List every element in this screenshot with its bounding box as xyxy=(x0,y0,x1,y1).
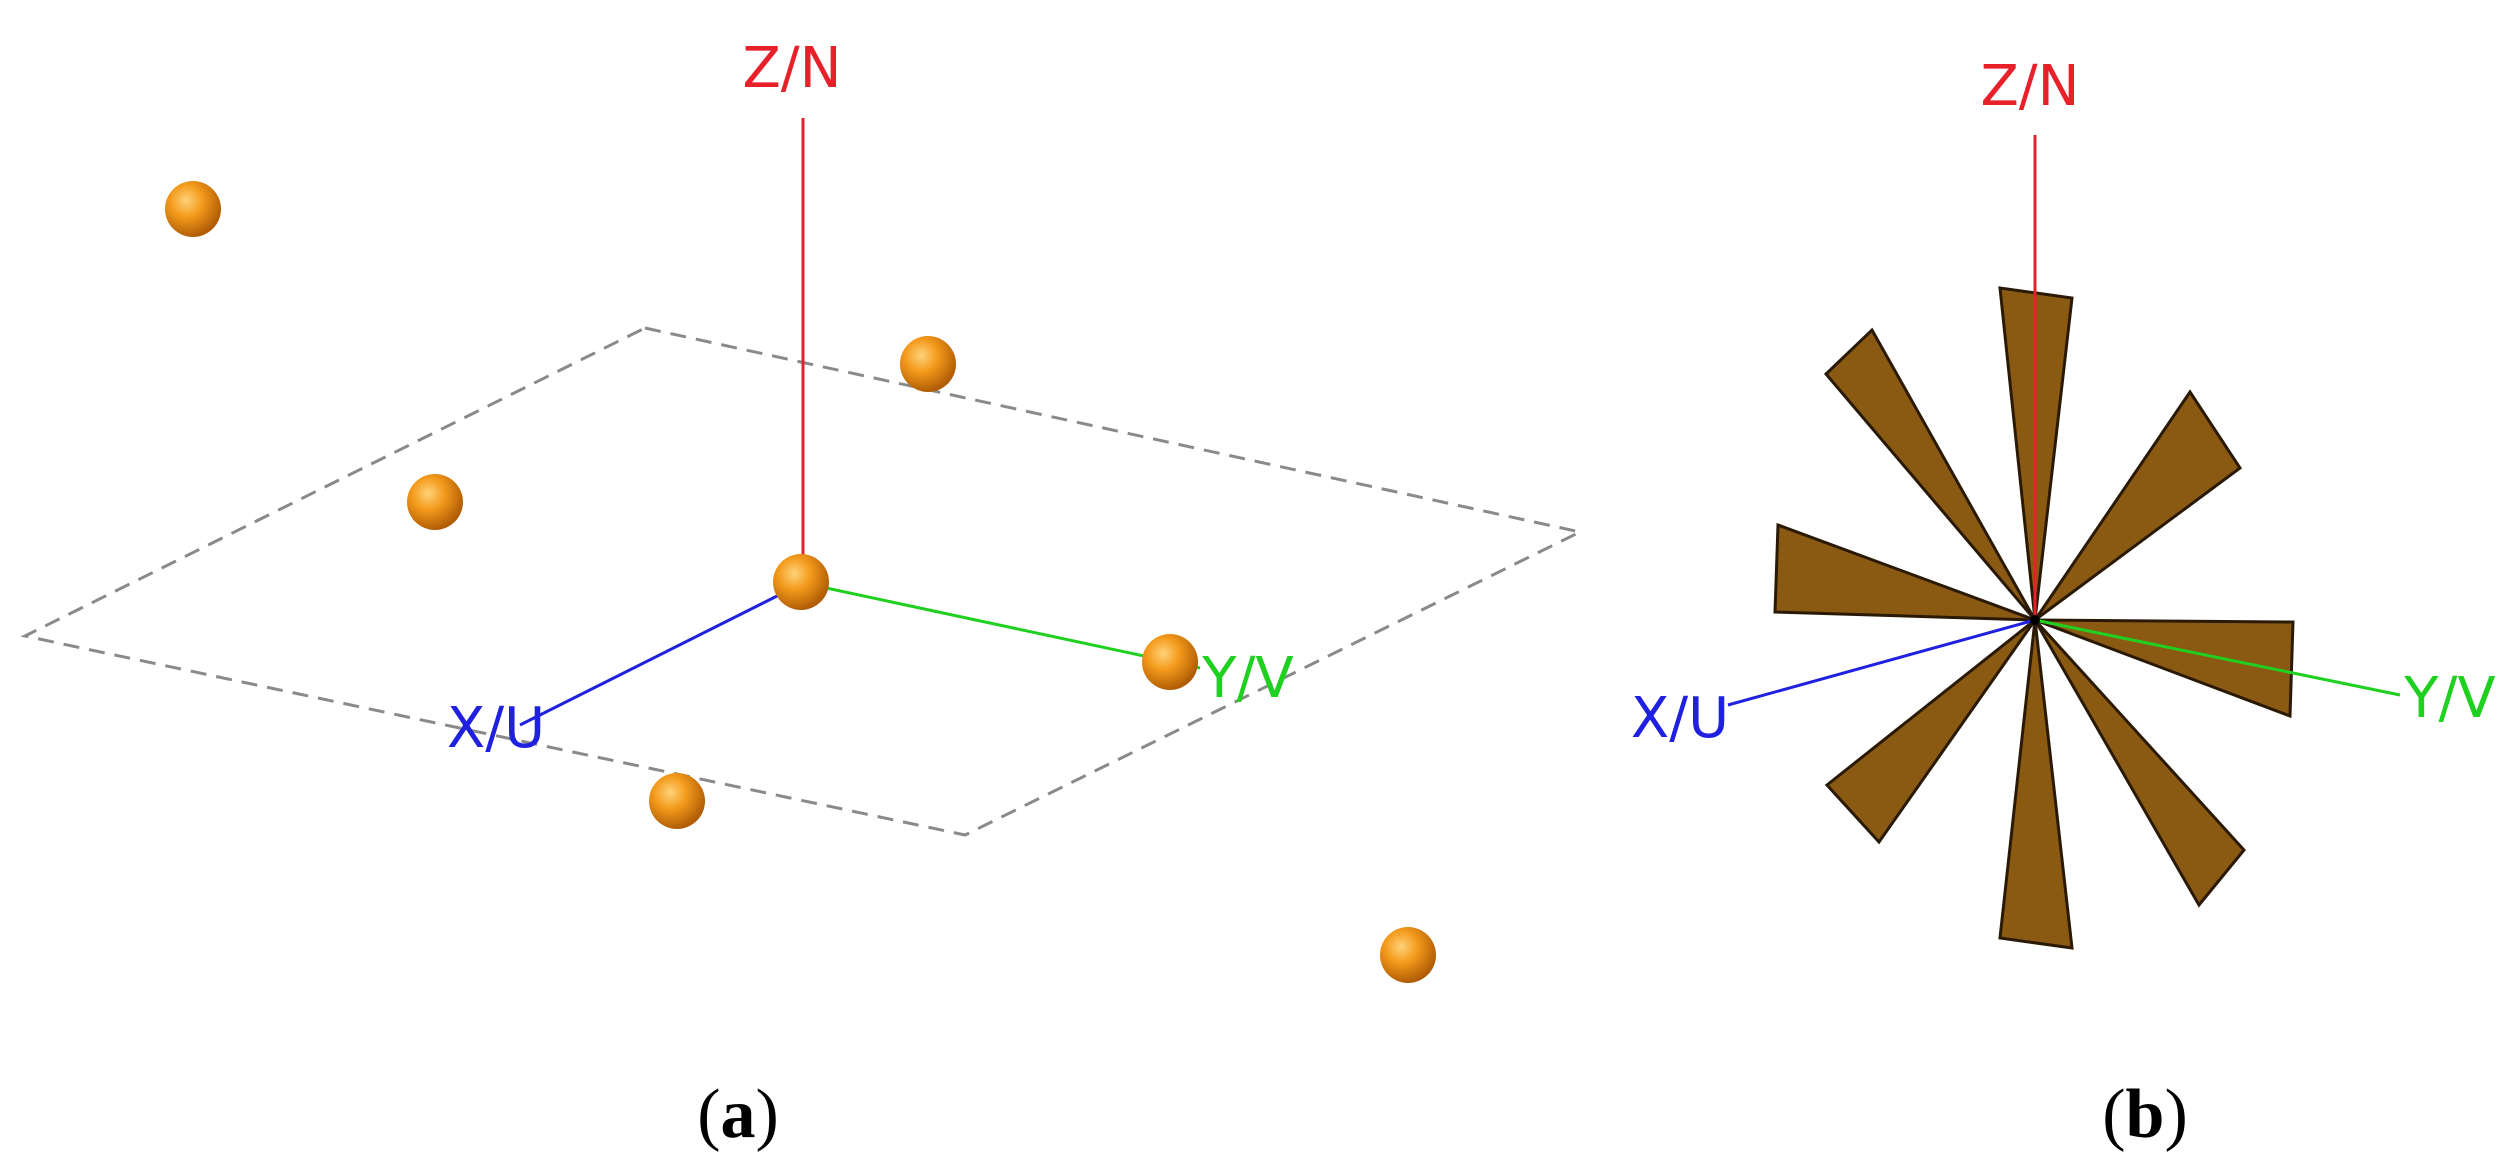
axis-y-line xyxy=(802,581,1201,670)
panel-a-caption: (a) xyxy=(697,1076,779,1153)
wedge xyxy=(1998,619,2074,950)
wedge xyxy=(2033,618,2246,908)
axis-y-line xyxy=(2034,618,2401,697)
axis-z-label: Z/N xyxy=(742,36,841,101)
panel-b-caption-letter: b xyxy=(2126,1076,2165,1153)
wedge-group xyxy=(1773,286,2295,950)
wedge xyxy=(1773,522,2036,622)
sphere xyxy=(773,554,829,610)
wedge xyxy=(1824,618,2037,845)
axis-x-line xyxy=(519,581,804,727)
sphere xyxy=(900,336,956,392)
ground-plane xyxy=(20,326,1585,837)
sphere xyxy=(649,773,705,829)
axis-x-line xyxy=(1727,618,2036,707)
wedge xyxy=(2034,618,2295,719)
panel-b-caption: (b) xyxy=(2102,1076,2188,1153)
wedge xyxy=(1823,327,2037,621)
sphere xyxy=(407,474,463,530)
axis-y-label: Y/V xyxy=(1201,646,1293,711)
axis-z-label: Z/N xyxy=(1980,54,2079,119)
axis-y-label: Y/V xyxy=(2403,666,2495,731)
panel-a-caption-letter: a xyxy=(721,1076,756,1153)
axis-x-label: X/U xyxy=(447,696,545,761)
sphere xyxy=(165,181,221,237)
panel-b: Z/N X/U Y/V (b) xyxy=(1631,54,2496,1153)
sphere xyxy=(1380,927,1436,983)
panel-a: Z/N X/U Y/V (a) xyxy=(20,36,1585,1153)
sphere xyxy=(1142,634,1198,690)
axis-x-label: X/U xyxy=(1631,686,1729,751)
origin-dot xyxy=(2030,615,2040,625)
wedge xyxy=(2033,389,2243,622)
